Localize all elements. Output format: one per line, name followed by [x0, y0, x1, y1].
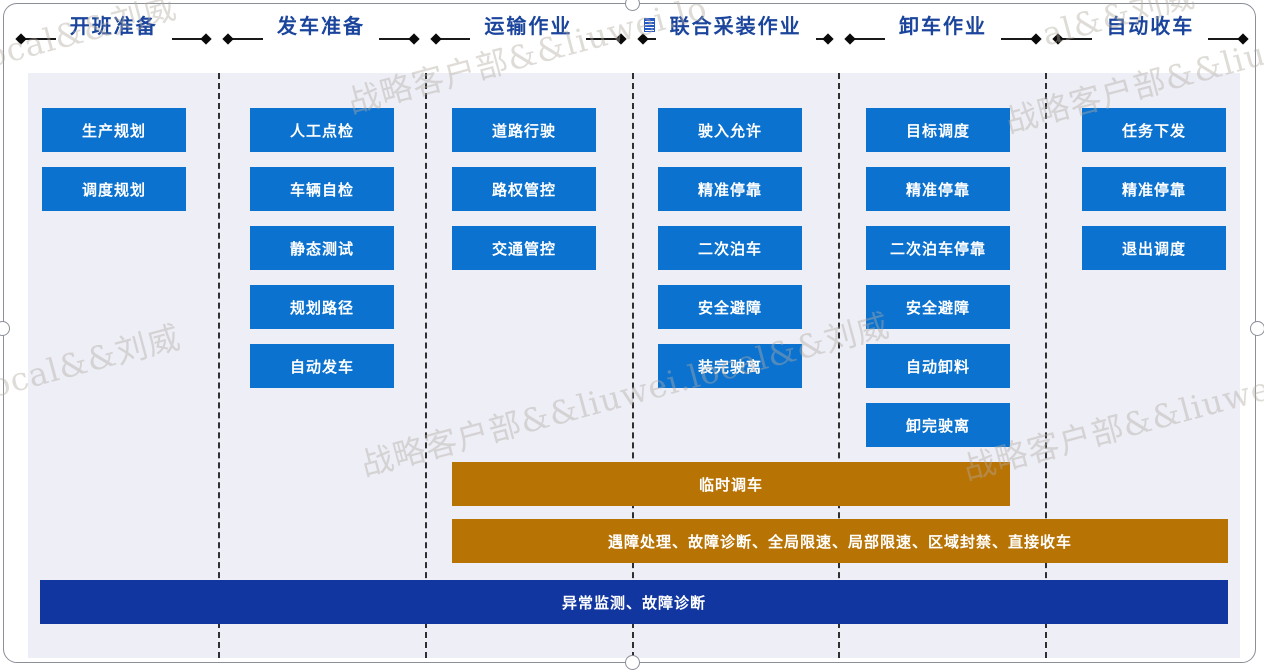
column-separator: [1045, 73, 1047, 658]
header-line: [171, 38, 203, 40]
stage-header-fache: 发车准备: [222, 16, 420, 58]
header-line: [439, 38, 471, 40]
task-box: 驶入允许: [658, 108, 802, 152]
column-separator: [838, 73, 840, 658]
connector-circle-top: [625, 0, 640, 11]
header-line: [379, 38, 410, 40]
task-box: 人工点检: [250, 108, 394, 152]
stage-header-yunshu: 运输作业: [429, 16, 627, 58]
header-line: [1000, 38, 1032, 40]
diamond-icon: [429, 33, 442, 45]
task-box: 自动卸料: [866, 344, 1010, 388]
task-box: 道路行驶: [452, 108, 596, 152]
stage-header-label: 发车准备: [277, 15, 365, 38]
stage-header-lianhe: 联合采装作业: [637, 16, 834, 58]
task-box: 路权管控: [452, 167, 596, 211]
diamond-icon: [615, 33, 627, 45]
task-box: 安全避障: [658, 285, 802, 329]
task-box: 目标调度: [866, 108, 1010, 152]
header-line: [815, 38, 825, 40]
task-box: 交通管控: [452, 226, 596, 270]
task-box: 生产规划: [42, 108, 186, 152]
stage-header-label: 卸车作业: [898, 15, 987, 38]
task-box: 自动发车: [250, 344, 394, 388]
stage-header-row: 开班准备 发车准备 运输作业 联合采装作业 卸车作业 自动收车: [10, 16, 1254, 58]
header-line: [1208, 38, 1239, 40]
task-box: 二次泊车: [658, 226, 802, 270]
task-box: 精准停靠: [658, 167, 802, 211]
diamond-icon: [822, 33, 834, 45]
header-line: [232, 38, 263, 40]
diamond-icon: [222, 33, 234, 45]
stage-header-label: 联合采装作业: [669, 15, 802, 38]
small-blue-marker-icon: [644, 18, 655, 32]
temporary-dispatch-bar: 临时调车: [452, 462, 1010, 506]
diamond-icon: [408, 33, 420, 45]
exception-handling-bar: 遇障处理、故障诊断、全局限速、局部限速、区域封禁、直接收车: [452, 519, 1228, 563]
task-box: 精准停靠: [1082, 167, 1226, 211]
diamond-icon: [15, 33, 27, 45]
task-box: 退出调度: [1082, 226, 1226, 270]
column-separator: [218, 73, 220, 658]
task-box: 任务下发: [1082, 108, 1226, 152]
diamond-icon: [1237, 33, 1249, 45]
stage-header-xieche: 卸车作业: [844, 16, 1042, 58]
monitoring-bar: 异常监测、故障诊断: [40, 580, 1228, 624]
header-line: [1061, 38, 1093, 40]
connector-circle-bottom: [625, 655, 640, 670]
task-box: 调度规划: [42, 167, 186, 211]
header-line: [854, 38, 885, 40]
task-box: 安全避障: [866, 285, 1010, 329]
connector-circle-left: [0, 321, 10, 336]
diamond-icon: [200, 33, 213, 45]
diamond-icon: [1051, 33, 1064, 45]
diamond-icon: [637, 33, 649, 45]
header-line: [25, 38, 56, 40]
stage-header-shouche: 自动收车: [1051, 16, 1249, 58]
header-line: [646, 38, 656, 40]
stage-header-label: 开班准备: [69, 15, 158, 38]
stage-header-label: 自动收车: [1106, 15, 1195, 38]
task-box: 静态测试: [250, 226, 394, 270]
header-line: [586, 38, 617, 40]
diamond-icon: [1029, 33, 1042, 45]
task-box: 车辆自检: [250, 167, 394, 211]
stage-header-kaiban: 开班准备: [15, 16, 213, 58]
connector-circle-right: [1250, 321, 1264, 336]
task-box: 精准停靠: [866, 167, 1010, 211]
diamond-icon: [844, 33, 856, 45]
column-separator: [632, 73, 634, 658]
task-box: 卸完驶离: [866, 403, 1010, 447]
task-box: 二次泊车停靠: [866, 226, 1010, 270]
task-box: 规划路径: [250, 285, 394, 329]
task-box: 装完驶离: [658, 344, 802, 388]
column-separator: [425, 73, 427, 658]
diagram-panel: [28, 73, 1240, 658]
stage-header-label: 运输作业: [484, 15, 573, 38]
